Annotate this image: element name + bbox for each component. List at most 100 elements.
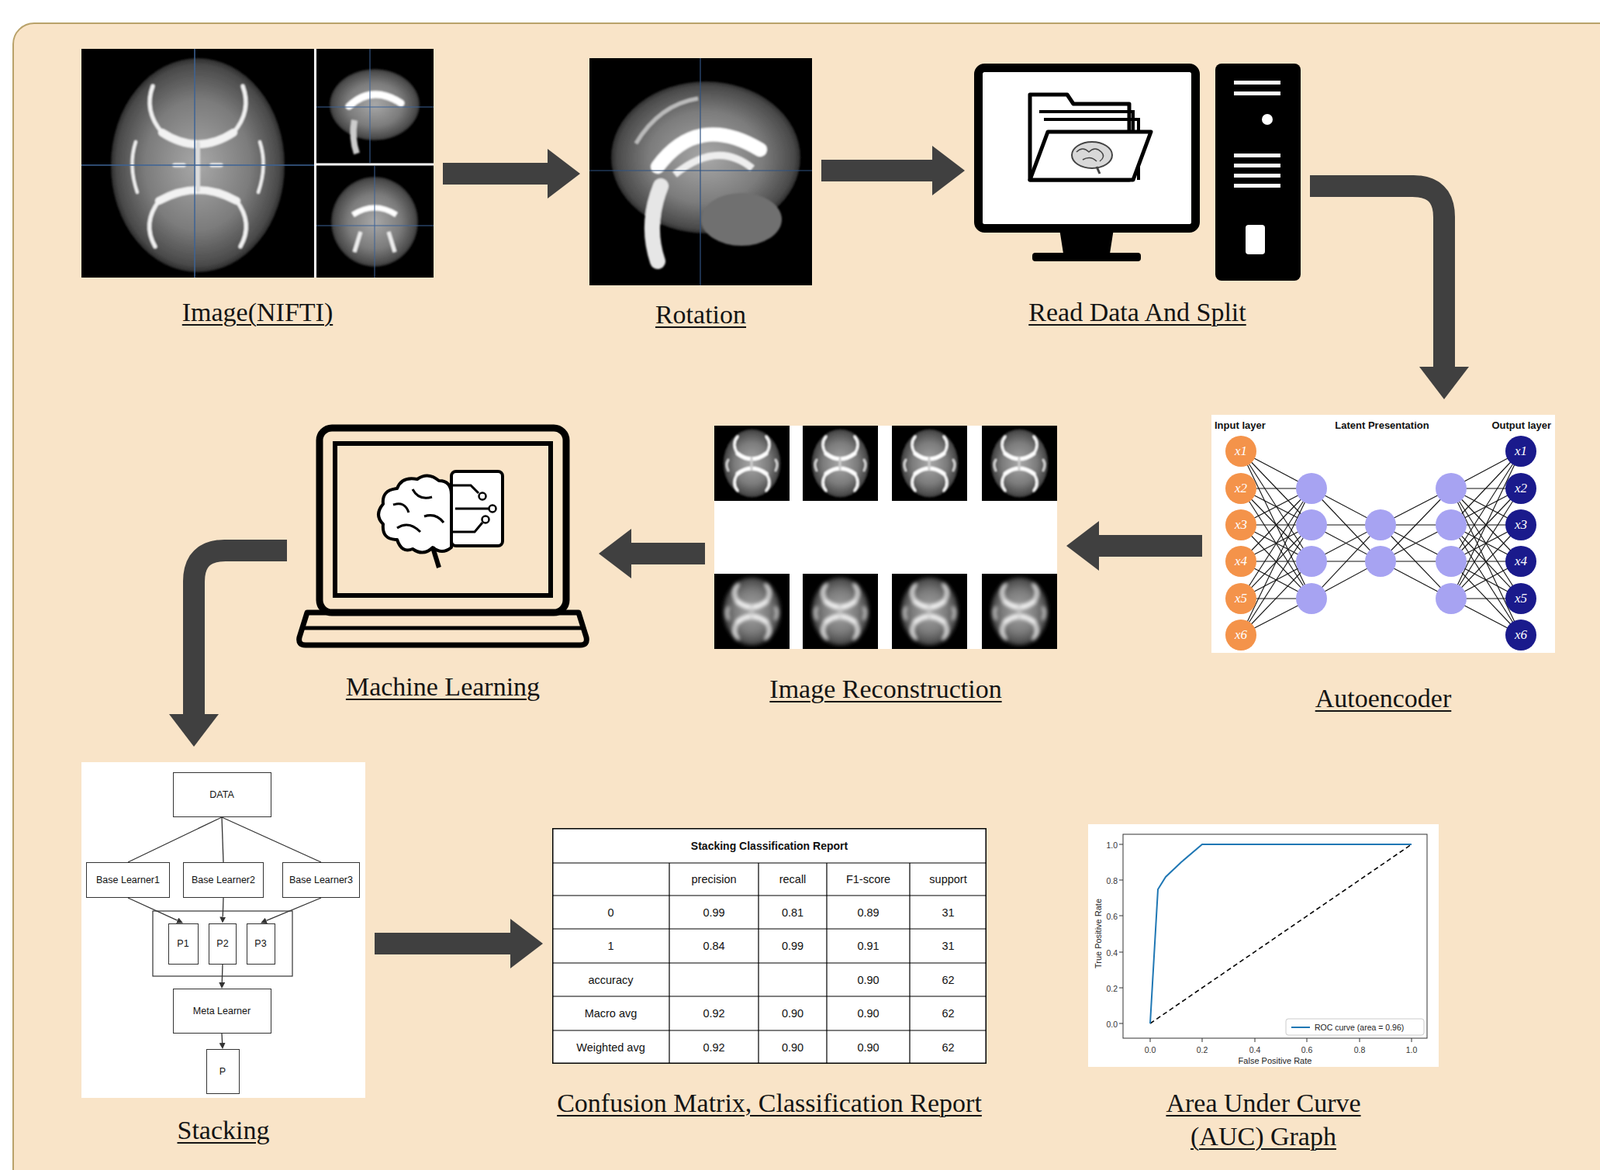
reconstruction-grid [943,584,947,602]
network-wires [1451,525,1521,636]
table-cell-text: 0.92 [702,1007,725,1020]
table-cell: 0.90 [781,1040,804,1054]
box-label: x3 [1234,517,1248,533]
connector-line [127,898,178,921]
axis-title-text: False Positive Rate [1238,1056,1313,1066]
reconstruction-grid [854,436,858,454]
reconstruction-grid [812,429,870,498]
table-cell-text: 31 [941,939,954,953]
reconstruction-grid [904,608,955,619]
reconstruction-grid [981,425,1058,502]
table-cell: accuracy [587,972,633,987]
reconstruction-grid [734,622,738,640]
stage-caption: Image(NIFTI) [182,296,333,330]
nifti-viewer [149,200,159,247]
network-wires [1295,546,1327,578]
laptop-icon [451,471,503,547]
layer-label: Latent Presentation [1334,418,1429,432]
table-cell: 0.90 [857,1006,879,1021]
table-cell-text: 0.89 [857,905,879,919]
reconstruction-grid [981,573,1058,650]
sagittal-brain [652,186,661,262]
table-cell: 0.89 [857,905,879,920]
roc-chart [1150,844,1412,1024]
reconstruction-grid [991,577,1049,647]
sagittal-brain [701,193,782,246]
reconstruction-grid [1002,473,1006,491]
computer-icon [1029,131,1151,180]
stage-caption: Autoencoder [1315,682,1452,716]
axis-tick: 0.0 [1105,1016,1118,1031]
reconstruction-grid [822,622,826,640]
reconstruction-grid [723,577,781,647]
network-wires [1435,546,1467,578]
box-label: x4 [1514,553,1528,570]
neuron-circle: x1 [1225,435,1257,467]
reconstruction-grid [750,606,754,618]
roc-chart [1088,824,1439,1068]
neuron-circle: x3 [1505,509,1537,541]
table-cell-text: recall [779,873,807,886]
reconstruction-grid [802,573,878,650]
box-label: x5 [1514,590,1528,607]
reconstruction-grid [714,425,790,502]
layer-label-text: Latent Presentation [1334,419,1429,432]
reconstruction-grid [912,622,916,640]
autoencoder-figure [1211,414,1556,654]
reconstruction-grid [714,425,790,502]
reconstruction-grid [891,425,968,502]
neuron-circle: x6 [1225,619,1257,651]
axis-tick-text: 0.0 [1144,1045,1157,1055]
stacking-figure [81,762,366,1099]
reconstruction-grid [943,622,947,640]
connector-line [222,898,225,918]
reconstruction-grid [1033,622,1037,640]
sagittal-brain [589,58,813,286]
connector-line [221,1033,223,1044]
axis-tick-text: 1.0 [1105,840,1118,851]
table-cell-text: 1 [607,939,614,953]
nifti-viewer [353,120,357,154]
network-wires [1365,546,1397,578]
nifti-viewer [81,48,434,278]
reconstruction-grid [854,584,858,602]
table-cell: precision [691,872,737,887]
neuron-circle: x1 [1505,435,1537,467]
table-cell: support [929,872,967,887]
table-cell: 62 [941,1006,954,1021]
stage-panel: x1x2x3x4x5x6x1x2x3x4x5x6Autoencoder [1211,414,1556,716]
computer-icon [1233,80,1281,85]
reconstruction-grid [723,577,781,647]
network-wires [1451,488,1521,599]
reconstruction-grid [901,429,959,498]
sagittal-brain [589,169,813,171]
process-box: P3 [246,923,276,965]
computer-icon [1096,166,1100,174]
table-cell-text: 62 [941,973,954,986]
stage-panel: Rotation [589,58,813,332]
reconstruction-grid [815,459,866,471]
layer-label: Output layer [1491,418,1552,432]
box-label: x6 [1234,627,1248,643]
table-cell-text: 62 [941,1007,954,1020]
table-cell-text: precision [691,873,737,886]
neuron-circle: x3 [1225,509,1257,541]
nifti-viewer [236,200,246,247]
layer-label-text: Output layer [1491,419,1552,432]
network-wires [1240,488,1312,599]
sagittal-brain [699,58,701,286]
process-box: P2 [208,923,237,965]
axis-tick-text: 0.4 [1249,1045,1262,1055]
network-wires [1295,583,1327,615]
laptop-icon [335,443,551,596]
reconstruction-grid [812,429,870,498]
stage-picture [714,425,1058,650]
reconstruction-grid [802,425,878,502]
axis-tick-text: 0.0 [1105,1019,1118,1030]
reconstruction-grid [928,606,931,618]
table-cell-text: 0.90 [857,1007,879,1020]
reconstruction-grid [714,573,790,650]
reconstruction-grid [822,473,826,491]
reconstruction-grid [991,577,1049,647]
nifti-viewer [374,165,376,278]
